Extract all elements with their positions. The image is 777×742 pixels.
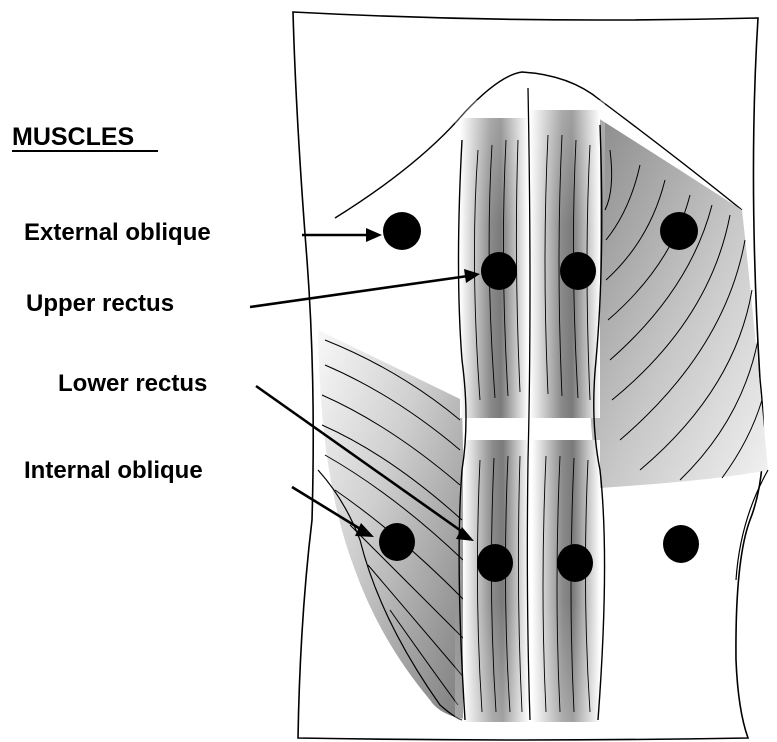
heading-muscles: MUSCLES (12, 123, 134, 151)
electrode-internal-oblique-right (663, 525, 699, 563)
label-external-oblique: External oblique (24, 219, 211, 246)
label-upper-rectus: Upper rectus (26, 290, 174, 317)
electrode-external-oblique-left (383, 212, 421, 250)
electrode-internal-oblique-left (379, 523, 415, 561)
electrode-upper-rectus-right (560, 252, 596, 290)
arrow-upper-rectus (250, 276, 468, 307)
electrode-upper-rectus-left (481, 252, 517, 290)
label-internal-oblique: Internal oblique (24, 457, 203, 484)
electrode-lower-rectus-left (477, 544, 513, 582)
electrode-lower-rectus-right (557, 544, 593, 582)
electrode-external-oblique-right (660, 212, 698, 250)
label-lower-rectus: Lower rectus (58, 370, 207, 397)
